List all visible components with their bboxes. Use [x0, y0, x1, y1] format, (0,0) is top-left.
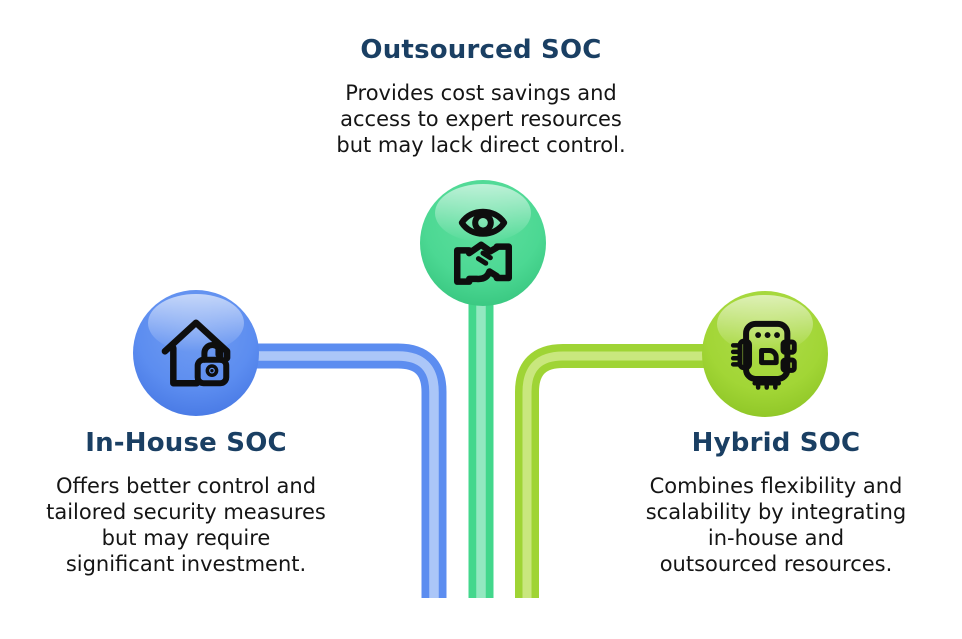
- description-line: tailored security measures: [46, 500, 326, 524]
- outsourced-soc-block: Outsourced SOC Provides cost savings and…: [301, 36, 661, 158]
- in-house-soc-title: In-House SOC: [85, 428, 287, 458]
- description-line: outsourced resources.: [659, 552, 893, 576]
- hybrid-soc-block: Hybrid SOC Combines flexibility and scal…: [611, 429, 941, 577]
- hybrid-soc-description: Combines flexibility and scalability by …: [611, 473, 941, 577]
- description-line: scalability by integrating: [645, 500, 907, 524]
- connector-blue-highlight: [250, 351, 439, 598]
- hybrid-soc-title: Hybrid SOC: [691, 428, 861, 458]
- description-line: Provides cost savings and: [345, 81, 617, 105]
- description-line: in-house and: [707, 526, 845, 550]
- connector-lime-highlight: [522, 351, 714, 598]
- outsourced-soc-circle: [420, 180, 546, 306]
- eye-handshake-icon: [437, 197, 529, 289]
- outsourced-soc-title: Outsourced SOC: [360, 35, 602, 65]
- in-house-soc-description: Offers better control and tailored secur…: [21, 473, 351, 577]
- description-line: Offers better control and: [55, 474, 317, 498]
- chip-icon: [722, 311, 808, 397]
- description-line: but may require: [101, 526, 271, 550]
- in-house-soc-circle: [133, 290, 259, 416]
- outsourced-soc-description: Provides cost savings and access to expe…: [301, 80, 661, 158]
- in-house-soc-block: In-House SOC Offers better control and t…: [21, 429, 351, 577]
- description-line: significant investment.: [65, 552, 307, 576]
- hybrid-soc-circle: [702, 291, 828, 417]
- description-line: Combines flexibility and: [649, 474, 903, 498]
- description-line: but may lack direct control.: [336, 133, 626, 157]
- house-lock-icon: [154, 311, 238, 395]
- description-line: access to expert resources: [340, 107, 622, 131]
